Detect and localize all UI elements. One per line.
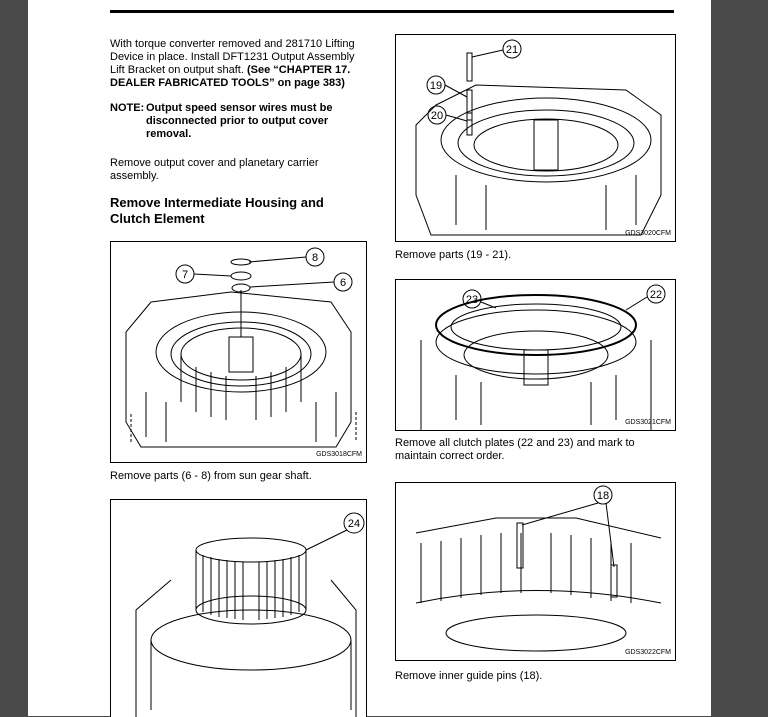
note-line-3: removal. bbox=[146, 128, 192, 140]
manual-page: With torque converter removed and 281710… bbox=[28, 0, 711, 717]
callout-24: 24 bbox=[348, 518, 360, 530]
sun-gear-illustration: 8 7 6 bbox=[125, 247, 357, 448]
figure-sun-gear-parts: 8 7 6 GDS3018CFM bbox=[110, 241, 367, 463]
clutch-element-illustration: 24 bbox=[135, 512, 365, 717]
figure-caption-clutch-plates-1: Remove all clutch plates (22 and 23) and… bbox=[395, 437, 635, 449]
remove-line-2: assembly. bbox=[110, 170, 159, 182]
intro-line-4[interactable]: DEALER FABRICATED TOOLS” on page 383) bbox=[110, 77, 345, 89]
note-label: NOTE: bbox=[110, 102, 145, 114]
figure-inner-guide-pins: 18 GDS3022CFM bbox=[395, 482, 676, 661]
callout-22: 22 bbox=[650, 289, 662, 301]
figure-code: GDS3020CFM bbox=[625, 230, 671, 237]
intro-line-3: Lift Bracket on output shaft. (See “CHAP… bbox=[110, 64, 351, 76]
callout-8: 8 bbox=[312, 252, 318, 264]
callout-19: 19 bbox=[430, 80, 442, 92]
remove-line-1: Remove output cover and planetary carrie… bbox=[110, 157, 319, 169]
figure-clutch-plates: 23 22 GDS3021CFM bbox=[395, 279, 676, 431]
figure-caption-clutch-plates-2: maintain correct order. bbox=[395, 450, 505, 462]
figure-code: GDS3022CFM bbox=[625, 649, 671, 656]
parts-19-21-illustration: 21 19 20 bbox=[415, 39, 662, 236]
figure-parts-19-21: 21 19 20 GDS3020CFM bbox=[395, 34, 676, 242]
note-line-1: Output speed sensor wires must be bbox=[146, 102, 333, 114]
figure-code: GDS3021CFM bbox=[625, 419, 671, 426]
page-top-rule bbox=[110, 10, 674, 13]
section-heading-2: Clutch Element bbox=[110, 211, 205, 226]
guide-pins-illustration: 18 bbox=[415, 485, 662, 652]
callout-7: 7 bbox=[182, 269, 188, 281]
figure-caption-guide-pins: Remove inner guide pins (18). bbox=[395, 670, 543, 682]
figure-caption-parts-19-21: Remove parts (19 - 21). bbox=[395, 249, 512, 261]
intro-line-1: With torque converter removed and 281710… bbox=[110, 38, 355, 50]
callout-23: 23 bbox=[466, 294, 478, 306]
callout-18: 18 bbox=[597, 490, 609, 502]
clutch-plates-illustration: 23 22 bbox=[420, 284, 666, 430]
callout-21: 21 bbox=[506, 44, 518, 56]
figure-clutch-element: 24 bbox=[110, 499, 367, 717]
callout-6: 6 bbox=[340, 277, 346, 289]
callout-20: 20 bbox=[431, 110, 443, 122]
figure-code: GDS3018CFM bbox=[316, 451, 362, 458]
intro-line-2: Device in place. Install DFT1231 Output … bbox=[110, 51, 355, 63]
chapter-reference[interactable]: (See “CHAPTER 17. bbox=[246, 64, 351, 76]
section-heading-1: Remove Intermediate Housing and bbox=[110, 195, 324, 210]
figure-caption-sun-gear: Remove parts (6 - 8) from sun gear shaft… bbox=[110, 470, 312, 482]
note-line-2: disconnected prior to output cover bbox=[146, 115, 329, 127]
